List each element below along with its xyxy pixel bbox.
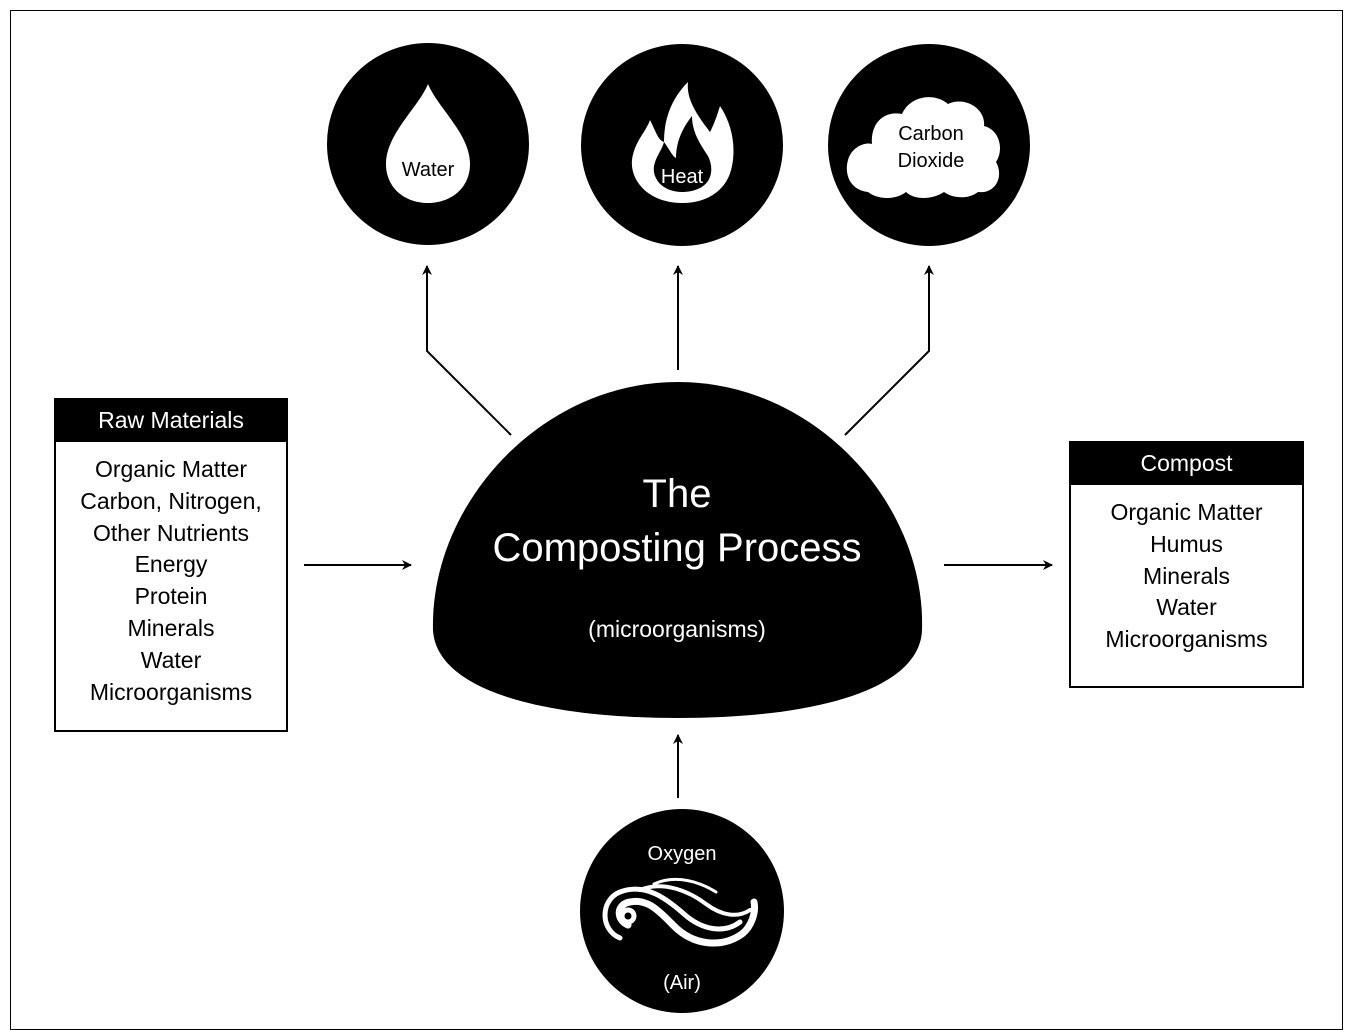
raw-materials-list: Organic Matter Carbon, Nitrogen, Other N… (56, 442, 286, 708)
list-item: Protein (134, 583, 208, 610)
compost-list: Organic Matter Humus Minerals Water Micr… (1071, 485, 1302, 656)
compost-header: Compost (1071, 443, 1302, 485)
carbon-label: Carbon (898, 123, 964, 145)
oxygen-node: Oxygen (Air) (580, 809, 784, 1013)
water-node: Water (327, 43, 529, 245)
arrow-to-water (422, 265, 512, 436)
raw-materials-header: Raw Materials (56, 400, 286, 442)
composting-process-dome (432, 382, 923, 718)
process-subtitle: (microorganisms) (588, 616, 766, 642)
oxygen-label: Oxygen (648, 843, 717, 865)
air-label: (Air) (663, 972, 701, 994)
list-item: Humus (1150, 530, 1223, 557)
list-item: Minerals (127, 614, 215, 641)
list-item: Energy (134, 551, 208, 578)
list-item: Other Nutrients (93, 519, 249, 546)
raw-materials-box: Raw Materials Organic Matter Carbon, Nit… (54, 398, 288, 732)
water-drop-icon (386, 84, 470, 203)
process-title-line-2: Composting Process (492, 526, 862, 570)
wind-icon (602, 877, 758, 947)
carbon-dioxide-node: Carbon Dioxide (828, 44, 1030, 246)
dioxide-label: Dioxide (898, 150, 965, 172)
flame-inner-icon (653, 116, 712, 192)
process-title-line-1: The (642, 472, 712, 516)
cloud-icon (846, 97, 1000, 198)
list-item: Organic Matter (94, 456, 248, 482)
list-item: Organic Matter (1110, 499, 1263, 525)
water-label: Water (402, 159, 455, 181)
arrow-to-carbon-dioxide (844, 265, 934, 436)
list-item: Microorganisms (89, 678, 253, 705)
compost-box: Compost Organic Matter Humus Minerals Wa… (1069, 441, 1304, 688)
heat-node: Heat (581, 44, 783, 246)
list-item: Carbon, Nitrogen, (80, 487, 262, 514)
list-item: Water (1156, 594, 1217, 621)
list-item: Water (140, 646, 202, 673)
heat-label: Heat (661, 166, 704, 188)
list-item: Microorganisms (1105, 626, 1268, 653)
connectors (304, 265, 1053, 798)
list-item: Minerals (1143, 562, 1230, 589)
